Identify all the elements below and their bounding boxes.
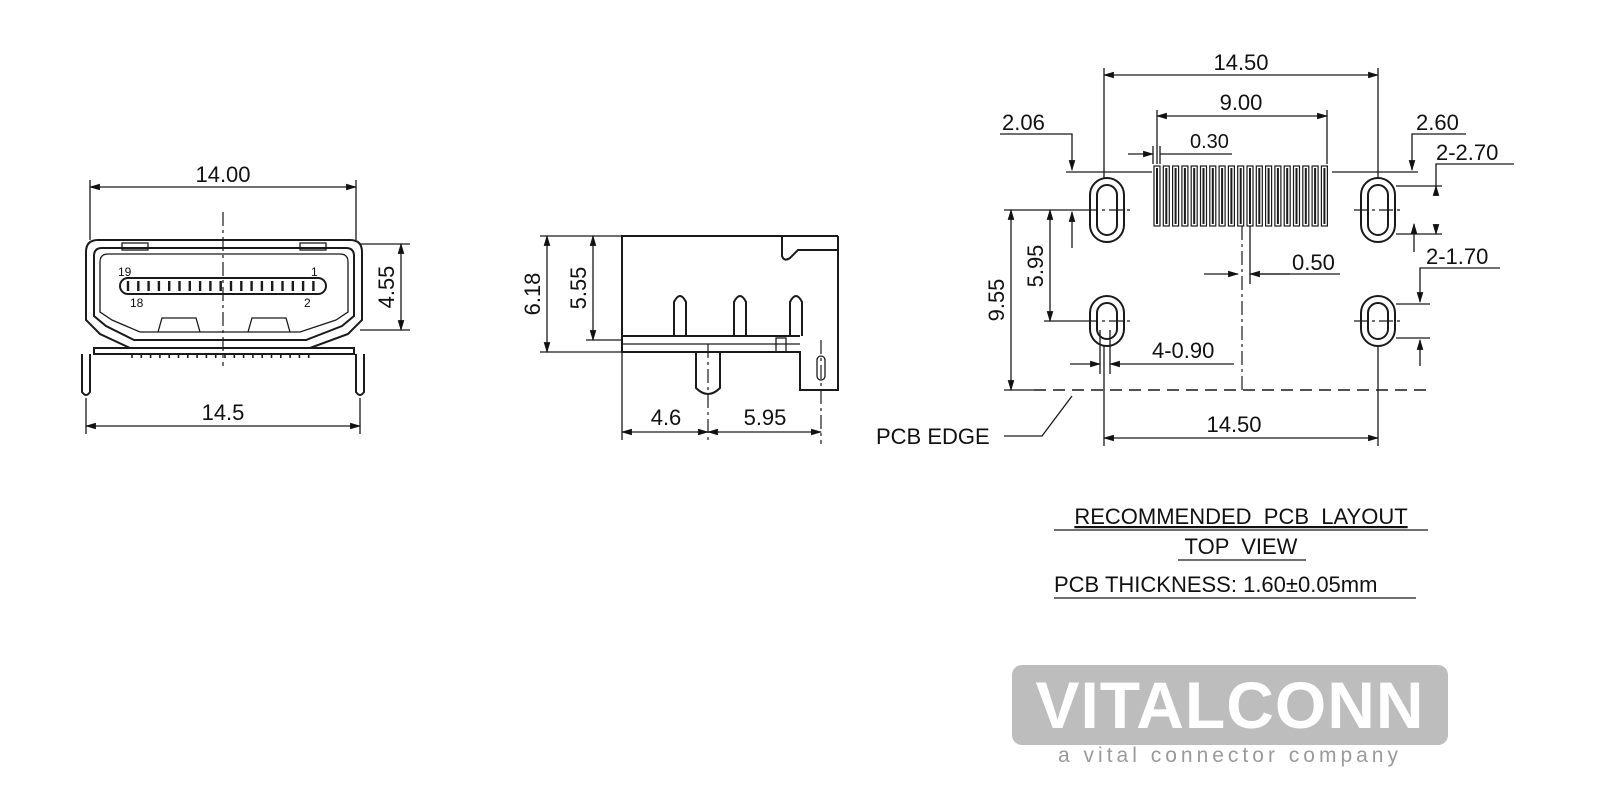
dim-line-2-06	[1000, 133, 1076, 172]
pcb-edge-leader	[1004, 395, 1073, 437]
pcb-title-line2: TOP VIEW	[1185, 534, 1298, 559]
dim-pcb-pitch: 0.50	[1292, 250, 1335, 275]
side-spring-2	[733, 295, 747, 336]
side-slot	[816, 355, 826, 381]
dim-pcb-pad-span: 9.00	[1220, 90, 1263, 115]
logo-background	[1012, 665, 1448, 745]
front-latch-right	[299, 242, 327, 251]
side-notch	[775, 337, 787, 353]
pcb-slot-hole-left	[1084, 177, 1130, 243]
front-base-pins	[131, 354, 310, 358]
dim-pcb-peg-holes: 4-0.90	[1152, 338, 1214, 363]
front-tab-right	[247, 317, 291, 333]
side-body	[621, 235, 839, 391]
dim-side-pin-left: 4.6	[651, 405, 682, 430]
dim-side-pin-right: 5.95	[744, 405, 787, 430]
front-leg-right	[355, 354, 365, 396]
pcb-thickness-note: PCB THICKNESS: 1.60±0.05mm	[1054, 572, 1377, 597]
pin-label-1: 1	[311, 265, 318, 279]
company-logo: VITALCONN	[1035, 668, 1425, 742]
dim-line-2-2-70	[1435, 163, 1514, 186]
front-base	[93, 347, 355, 355]
pin-label-19: 19	[118, 265, 132, 279]
dim-pcb-round-holes: 2-1.70	[1426, 244, 1488, 269]
front-leg-left	[81, 354, 91, 396]
dim-pcb-depth: 9.55	[984, 279, 1009, 322]
side-view: 6.18 5.55 4.6 5.95	[520, 234, 839, 444]
pin-label-2: 2	[304, 296, 311, 310]
front-shell-outer	[85, 239, 363, 349]
dim-front-height: 4.55	[374, 266, 399, 309]
dim-side-total-height: 6.18	[520, 273, 545, 316]
dim-pcb-width-top: 14.50	[1213, 50, 1268, 75]
pcb-round-hole-left	[1084, 295, 1130, 347]
pcb-slot-hole-right	[1354, 177, 1402, 243]
pcb-layout-view: PCB EDGE 14.50 9.00 0.30 2.06 2.60 2-2.7…	[876, 50, 1514, 599]
dim-pcb-slot-holes: 2-2.70	[1436, 140, 1498, 165]
pcb-title-line1: RECOMMENDED PCB LAYOUT	[1074, 504, 1407, 529]
logo-tagline: a vital connector company	[1058, 744, 1402, 767]
dim-pcb-right-offset: 2.60	[1416, 110, 1459, 135]
pcb-round-hole-right	[1354, 295, 1402, 347]
dim-front-width-bottom: 14.5	[202, 400, 245, 425]
side-spring-3	[789, 295, 803, 336]
front-tab-left	[157, 317, 201, 333]
dim-front-width-top: 14.00	[195, 162, 250, 187]
front-shell-inner	[93, 247, 355, 341]
pcb-pads	[1153, 165, 1329, 227]
front-view: 19 1 18 2 14.00 14.5 4.55	[81, 162, 410, 434]
side-spring-1	[673, 295, 687, 336]
dim-line-2-1-70	[1416, 267, 1500, 304]
dim-pcb-hole-spacing: 5.95	[1023, 245, 1048, 288]
dim-pcb-left-offset: 2.06	[1002, 110, 1045, 135]
dim-pcb-width-bottom: 14.50	[1206, 412, 1261, 437]
front-latch-left	[121, 242, 149, 251]
dim-side-body-height: 5.55	[566, 267, 591, 310]
pin-label-18: 18	[130, 296, 144, 310]
dim-line-2-60	[1408, 133, 1466, 172]
dim-pcb-pad-width: 0.30	[1190, 131, 1229, 153]
front-shell-inner2	[99, 253, 349, 333]
pcb-edge-label: PCB EDGE	[876, 424, 990, 449]
front-contacts	[126, 281, 315, 291]
